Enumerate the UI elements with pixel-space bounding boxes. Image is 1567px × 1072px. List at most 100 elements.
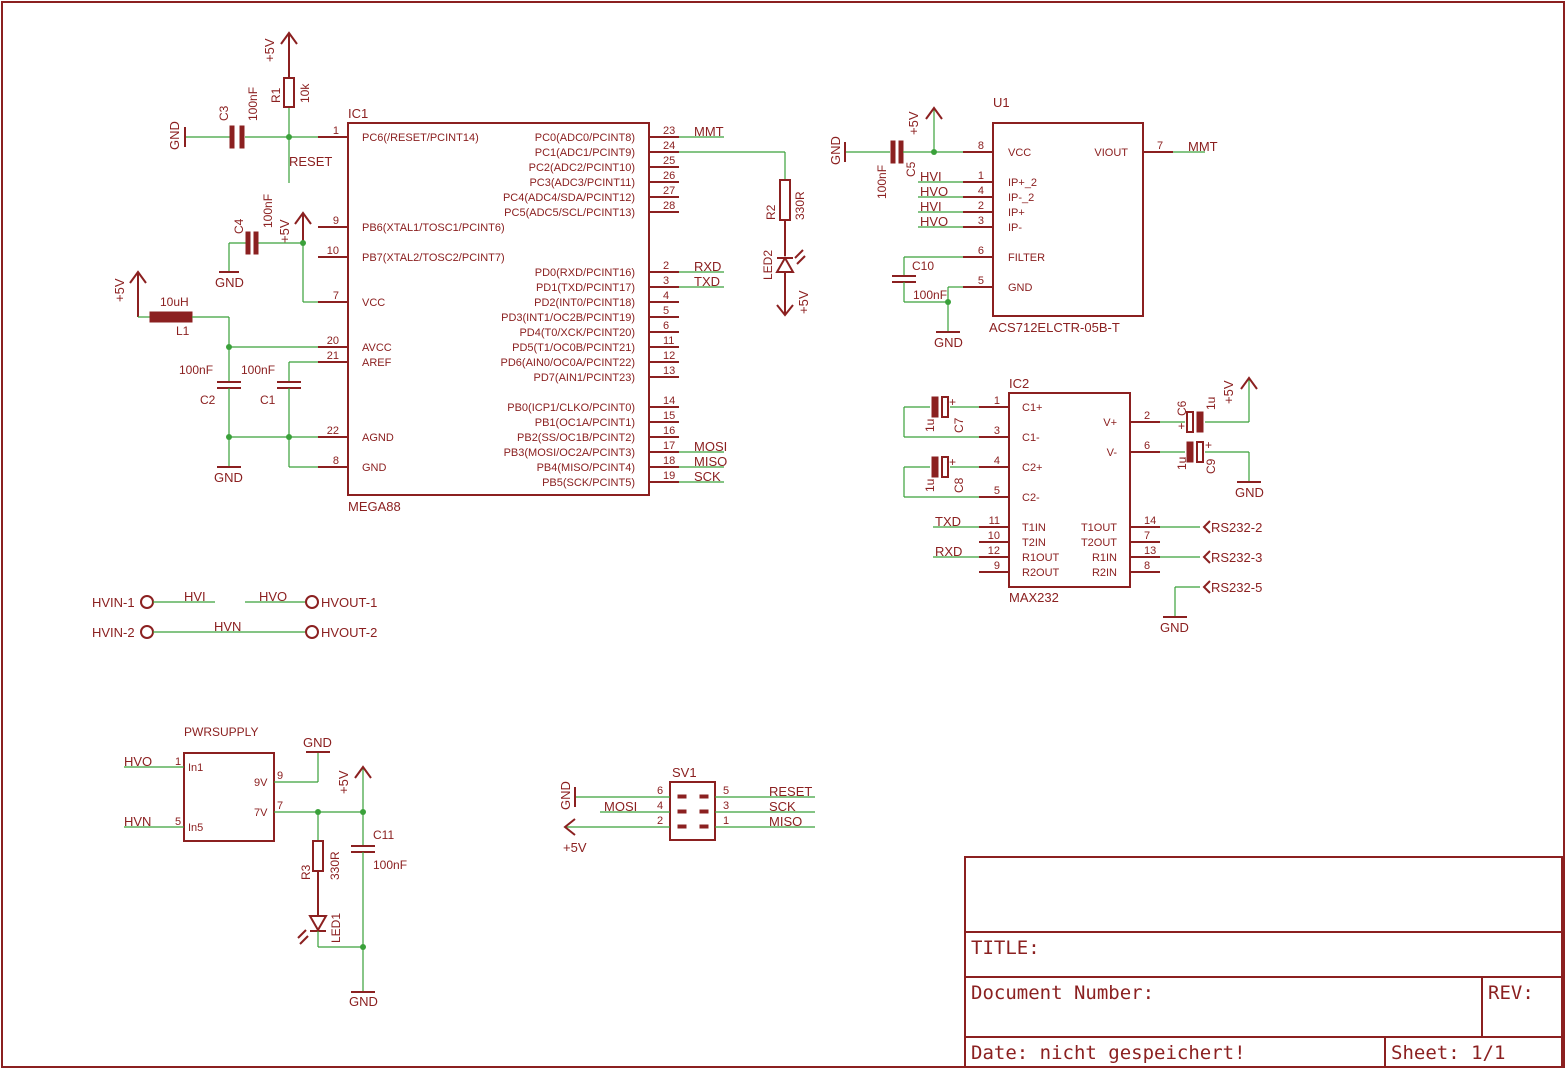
ic1-pin-num: 18 xyxy=(663,455,675,467)
sheet-label: Sheet: 1/1 xyxy=(1391,1042,1505,1064)
ic2-pin-num: 7 xyxy=(1144,530,1150,542)
ic2-pin-label: V- xyxy=(1107,447,1118,459)
ic1-pin-label: AREF xyxy=(362,357,392,369)
ic1-pin-label: PC6(/RESET/PCINT14) xyxy=(362,132,479,144)
c8-plus: + xyxy=(949,455,956,469)
c8-value: 1u xyxy=(923,479,937,492)
sv1-name: SV1 xyxy=(672,765,697,780)
ic2-pin-num: 14 xyxy=(1144,515,1156,527)
ic2-pin-label: C2- xyxy=(1022,492,1040,504)
ic1-net-label: TXD xyxy=(694,274,720,289)
c7-name: C7 xyxy=(952,417,966,433)
u1-value: ACS712ELCTR-05B-T xyxy=(989,320,1120,335)
ic2-pin-6: 6V- xyxy=(1107,440,1160,459)
ic1-pin-num: 20 xyxy=(327,335,339,347)
ic1-net-label: MMT xyxy=(694,124,724,139)
ic1-pin-label: PB0(ICP1/CLKO/PCINT0) xyxy=(507,402,635,414)
gnd-label-c3: GND xyxy=(167,121,182,150)
r2-value: 330R xyxy=(793,191,807,220)
c3-value: 100nF xyxy=(246,87,260,121)
u1-pin-num: 3 xyxy=(978,215,984,227)
c10-name: C10 xyxy=(912,259,934,273)
pwr-in1-label: In1 xyxy=(188,762,203,774)
u1-pin-label: IP- xyxy=(1008,222,1022,234)
ic1-pin-num: 19 xyxy=(663,470,675,482)
c3-name: C3 xyxy=(217,105,231,121)
ic1-pin-label: PD4(T0/XCK/PCINT20) xyxy=(519,327,635,339)
ic1-pin-num: 11 xyxy=(663,335,674,347)
sv1-isp-header: SV1 GND 6 MOSI 4 +5V 2 RESET 5 SCK 3 MIS… xyxy=(558,765,815,855)
ic1-net-label: MISO xyxy=(694,454,727,469)
ic1-pin-label: PC5(ADC5/SCL/PCINT13) xyxy=(504,207,635,219)
led2-name: LED2 xyxy=(761,250,775,280)
u1-pin-label: GND xyxy=(1008,282,1033,294)
gnd-label-pwr: GND xyxy=(303,735,332,750)
title-block: TITLE: Document Number: REV: Date: nicht… xyxy=(964,856,1563,1068)
ic2-pin-num: 10 xyxy=(988,530,1000,542)
sv1-gnd-net: GND xyxy=(558,781,573,810)
ic1-pin-num: 5 xyxy=(663,305,669,317)
pwrsupply-name: PWRSUPPLY xyxy=(184,725,258,739)
hvin1-label: HVIN-1 xyxy=(92,595,135,610)
u1-pin-label: VCC xyxy=(1008,147,1031,159)
u1-net-label: HVO xyxy=(920,214,948,229)
pwr-9v-label: 9V xyxy=(254,777,268,789)
rs232-5-label: RS232-5 xyxy=(1211,580,1262,595)
ic1-net-label: SCK xyxy=(694,469,721,484)
ic1-pin-num: 27 xyxy=(663,185,675,197)
ic2-left-pins: 1C1+3C1-4C2+5C2-11T1INTXD10T2IN12R1OUTRX… xyxy=(933,395,1060,579)
c8-name: C8 xyxy=(952,477,966,493)
ic2-pin-label: R2IN xyxy=(1092,567,1117,579)
sv1-reset-net: RESET xyxy=(769,784,812,799)
ic1-pin-num: 16 xyxy=(663,425,675,437)
hv-connectors: HVIN-1 HVI HVO HVOUT-1 HVIN-2 HVN HVOUT-… xyxy=(92,589,377,640)
ic1-pin-num: 7 xyxy=(333,290,339,302)
ic2-pin-label: V+ xyxy=(1103,417,1117,429)
ic2-pin-num: 6 xyxy=(1144,440,1150,452)
ic1-pin-num: 8 xyxy=(333,455,339,467)
u1-pin-num: 5 xyxy=(978,275,984,287)
ic2-pin-num: 5 xyxy=(994,485,1000,497)
ic1-pin-num: 26 xyxy=(663,170,675,182)
c5-name: C5 xyxy=(904,161,918,177)
u1-pin-2: 2IP+HVI xyxy=(918,199,1025,219)
ic1-pin-label: PD7(AIN1/PCINT23) xyxy=(534,372,635,384)
ic1-mega88: IC1 MEGA88 1PC6(/RESET/PCINT14)9PB6(XTAL… xyxy=(318,106,727,514)
ic2-pin-label: R2OUT xyxy=(1022,567,1060,579)
u1-pin-num: 4 xyxy=(978,185,984,197)
c9-name: C9 xyxy=(1204,458,1218,474)
vcc-decoupling: GND C4 100nF +5V xyxy=(215,194,318,303)
reset-circuit: GND C3 100nF +5V R1 10k RESET xyxy=(167,31,332,183)
u1-pin-num: 1 xyxy=(978,170,984,182)
ic1-pin-label: PD2(INT0/PCINT18) xyxy=(534,297,635,309)
ic2-pin-num: 2 xyxy=(1144,410,1150,422)
ic1-pin-label: AGND xyxy=(362,432,394,444)
c7-plus: + xyxy=(949,395,956,409)
vcc-label-pwr: +5V xyxy=(336,770,351,794)
u1-pin-3: 3IP- HVO xyxy=(918,214,1022,234)
ic2-pin-5: 5C2- xyxy=(979,485,1040,504)
ic1-pin-num: 21 xyxy=(327,350,339,362)
ic1-pin-num: 28 xyxy=(663,200,675,212)
ic2-pin-num: 1 xyxy=(994,395,1000,407)
ic2-pin-num: 11 xyxy=(989,515,1000,527)
c1-value: 100nF xyxy=(241,363,275,377)
c9-plus: + xyxy=(1205,438,1212,452)
ic2-pin-label: R1OUT xyxy=(1022,552,1060,564)
ic1-pin-label: PD1(TXD/PCINT17) xyxy=(536,282,635,294)
ic2-pin-label: T1OUT xyxy=(1081,522,1117,534)
u1-left-pins: 8VCC1IP+_2HVI4IP-_2HVO2IP+HVI3IP-HVO6FIL… xyxy=(918,140,1045,294)
sv1-pin1: 1 xyxy=(723,815,729,827)
